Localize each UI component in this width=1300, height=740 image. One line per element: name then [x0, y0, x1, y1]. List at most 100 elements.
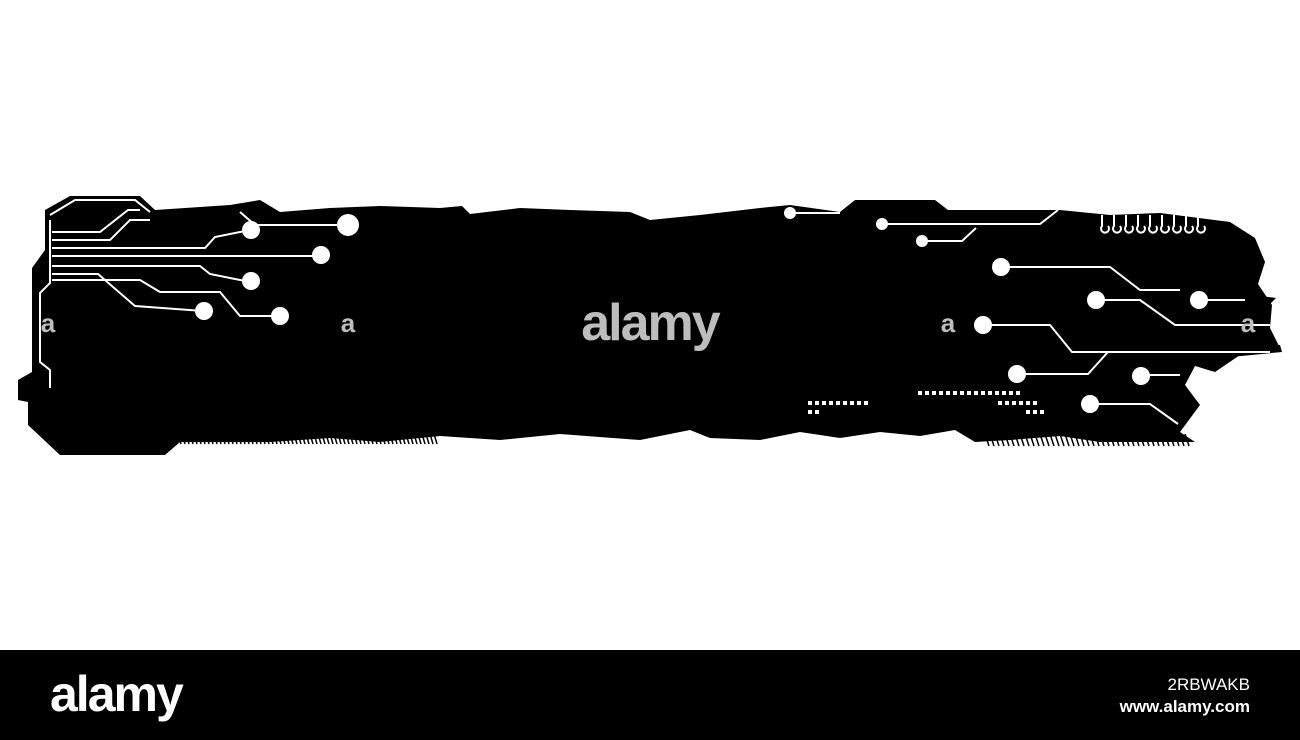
hatch-mark: [181, 433, 186, 445]
footer-logo: alamy: [50, 666, 184, 722]
hatch-mark: [393, 433, 398, 445]
dot: [815, 401, 819, 405]
hatch-mark: [1054, 433, 1060, 447]
hatch-mark: [265, 433, 270, 445]
watermark-main: alamy: [581, 294, 721, 352]
hatch-mark: [1134, 433, 1140, 447]
hatch-mark: [1104, 433, 1110, 447]
left-circuit-nodes: [195, 214, 359, 325]
hatch-mark: [421, 433, 426, 445]
hatch-mark: [373, 433, 378, 445]
dot: [829, 401, 833, 405]
hatch-mark: [1164, 433, 1170, 447]
banner-shape: [18, 196, 1280, 455]
dot: [864, 401, 868, 405]
hatch-mark: [349, 433, 354, 445]
dot: [1012, 401, 1016, 405]
hatch-mark: [361, 433, 366, 445]
connector-loop: [1148, 215, 1158, 234]
hatch-mark: [1079, 433, 1085, 447]
hatch-mark: [1184, 433, 1190, 447]
connector-loop: [1100, 215, 1110, 234]
hatch-rows: [177, 433, 1190, 447]
hatch-mark: [345, 433, 350, 445]
hatch-mark: [1099, 433, 1105, 447]
hatch-mark: [341, 433, 346, 445]
hatch-mark: [189, 433, 194, 445]
dot: [850, 401, 854, 405]
hatch-mark: [1069, 433, 1075, 447]
footer-url: www.alamy.com: [1119, 697, 1250, 716]
hatch-mark: [217, 433, 222, 445]
dot: [995, 391, 999, 395]
hatch-mark: [417, 433, 422, 445]
hatch-mark: [249, 433, 254, 445]
hatch-mark: [289, 433, 294, 445]
hatch-mark: [1084, 433, 1090, 447]
dot: [946, 391, 950, 395]
dot: [918, 391, 922, 395]
dot: [939, 391, 943, 395]
dot: [998, 401, 1002, 405]
hatch-mark: [185, 433, 190, 445]
hatch-mark: [1119, 433, 1125, 447]
right-circuit-nodes: [784, 207, 1208, 413]
hatch-mark: [405, 433, 410, 445]
hatch-mark: [329, 433, 334, 445]
hatch-mark: [1089, 433, 1095, 447]
dot: [1009, 391, 1013, 395]
footer-bar: alamy 2RBWAKB www.alamy.com: [0, 650, 1300, 740]
hatch-mark: [225, 433, 230, 445]
hatch-mark: [1169, 433, 1175, 447]
hatch-mark: [1144, 433, 1150, 447]
hatch-mark: [1019, 433, 1025, 447]
hatch-mark: [989, 433, 995, 447]
hatch-mark: [369, 433, 374, 445]
hatch-mark: [984, 433, 990, 447]
dot: [932, 391, 936, 395]
dot: [1040, 410, 1044, 414]
hatch-mark: [333, 433, 338, 445]
left-circuit-traces: [39, 199, 348, 388]
hatch-mark: [201, 433, 206, 445]
hatch-mark: [269, 433, 274, 445]
hatch-mark: [1044, 433, 1050, 447]
footer-image-id: 2RBWAKB: [1167, 675, 1250, 694]
hatch-mark: [999, 433, 1005, 447]
hatch-mark: [1174, 433, 1180, 447]
hatch-mark: [401, 433, 406, 445]
dot: [843, 401, 847, 405]
hatch-mark: [245, 433, 250, 445]
hatch-mark: [297, 433, 302, 445]
hatch-mark: [257, 433, 262, 445]
connector-loop: [1136, 215, 1146, 234]
connector-loop: [1184, 215, 1194, 234]
dot: [857, 401, 861, 405]
dot: [1019, 401, 1023, 405]
connector-loop-row: [1100, 215, 1206, 234]
connector-loop: [1124, 215, 1134, 234]
hatch-mark: [1024, 433, 1030, 447]
hatch-mark: [1064, 433, 1070, 447]
hatch-mark: [305, 433, 310, 445]
hatch-mark: [321, 433, 326, 445]
dot-rows: [808, 391, 1044, 414]
hatch-mark: [221, 433, 226, 445]
hatch-mark: [1149, 433, 1155, 447]
hatch-mark: [365, 433, 370, 445]
hatch-mark: [325, 433, 330, 445]
hatch-mark: [193, 433, 198, 445]
hatch-mark: [197, 433, 202, 445]
hatch-mark: [1139, 433, 1145, 447]
hatch-mark: [205, 433, 210, 445]
watermark-small-mid-right: a: [941, 308, 956, 338]
hatch-mark: [1049, 433, 1055, 447]
hatch-mark: [1179, 433, 1185, 447]
hatch-mark: [241, 433, 246, 445]
right-circuit-traces: [790, 209, 1270, 425]
hatch-mark: [377, 433, 382, 445]
hatch-mark: [1034, 433, 1040, 447]
banner-splatter: [1190, 250, 1282, 360]
hatch-mark: [285, 433, 290, 445]
hatch-mark: [229, 433, 234, 445]
